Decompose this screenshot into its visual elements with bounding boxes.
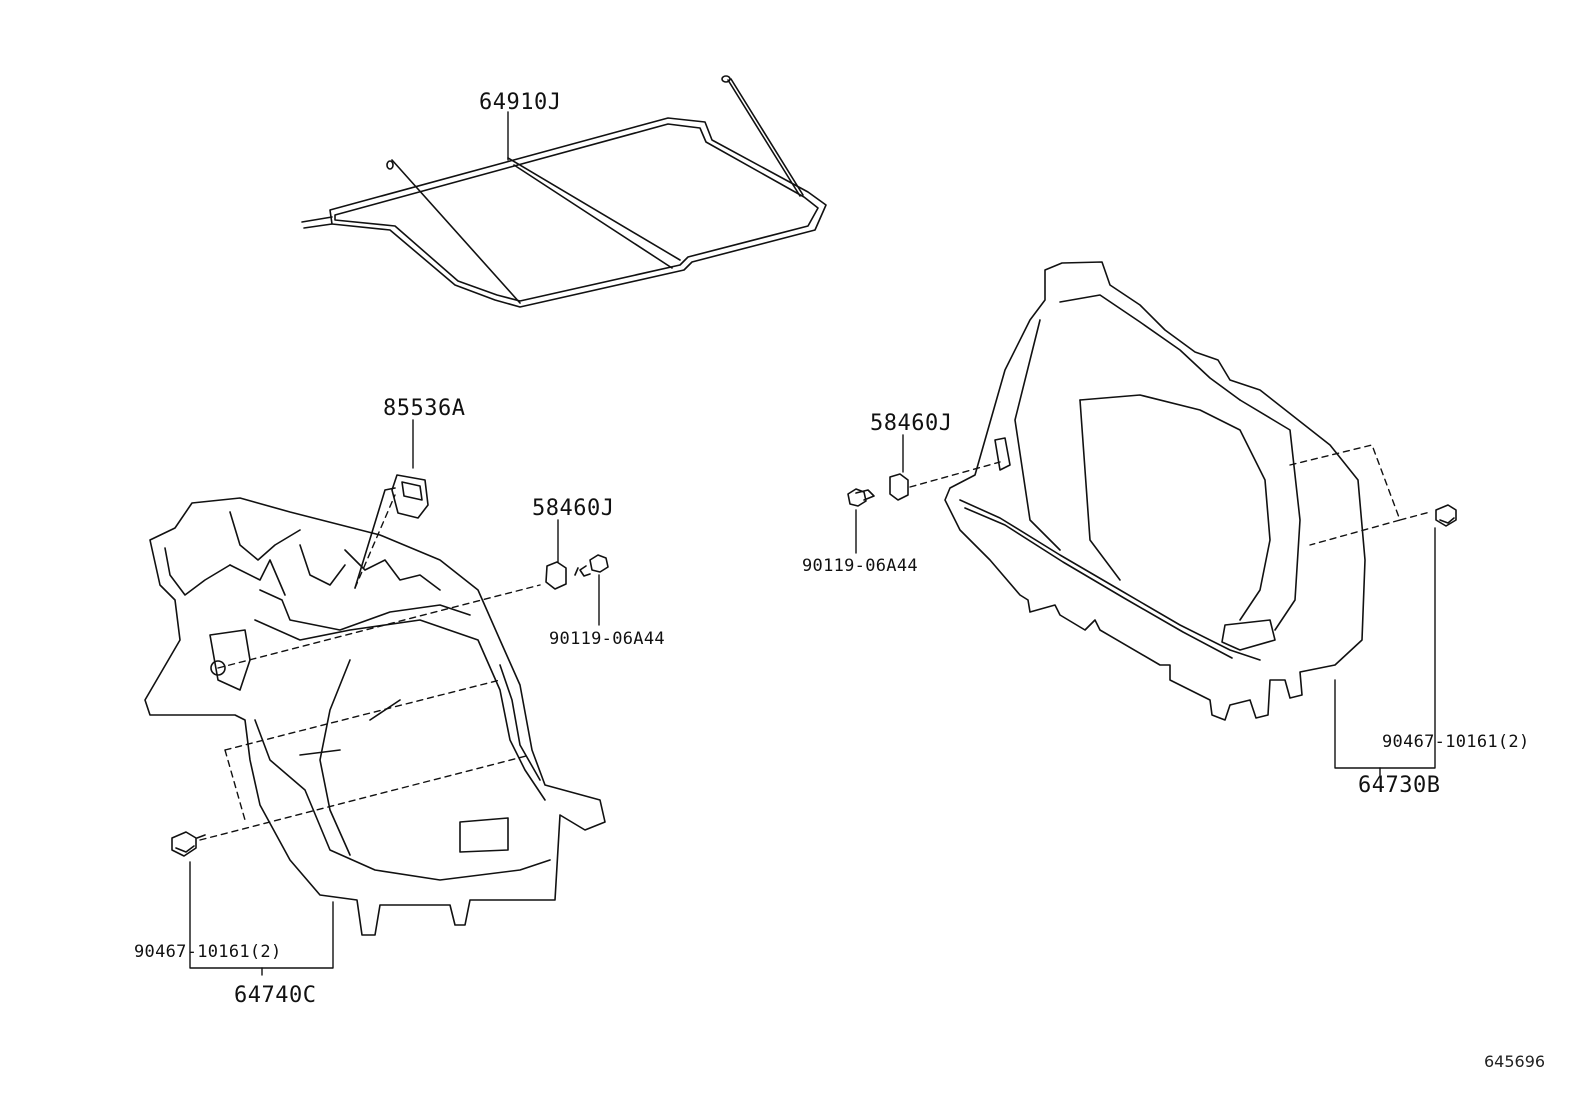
cover-hook-drawing <box>354 474 429 589</box>
fastener-left-drawing <box>171 831 206 857</box>
label-64740c: 64740C <box>234 983 317 1008</box>
label-90467-10161-right: 90467-10161(2) <box>1382 732 1530 752</box>
label-64730b: 64730B <box>1358 773 1441 798</box>
label-90119-06a44-left: 90119-06A44 <box>549 629 665 649</box>
package-tray-cover-drawing <box>301 75 827 308</box>
leader-lines <box>189 111 1436 976</box>
fastener-right-drawing <box>1435 504 1457 527</box>
label-90467-10161-left: 90467-10161(2) <box>134 942 282 962</box>
label-64910j: 64910J <box>479 90 562 115</box>
left-quarter-trim-drawing <box>144 497 606 936</box>
label-58460j-right: 58460J <box>870 411 953 436</box>
label-85536a: 85536A <box>383 396 466 421</box>
clip-right-drawing <box>889 473 909 501</box>
diagram-id: 645696 <box>1484 1052 1546 1071</box>
label-58460j-left: 58460J <box>532 496 615 521</box>
screw-right-drawing <box>847 488 875 507</box>
screw-left-drawing <box>574 554 609 577</box>
right-quarter-trim-drawing <box>944 261 1366 721</box>
assembly-dashes <box>199 444 1431 841</box>
clip-left-drawing <box>545 561 567 590</box>
label-90119-06a44-right: 90119-06A44 <box>802 556 918 576</box>
